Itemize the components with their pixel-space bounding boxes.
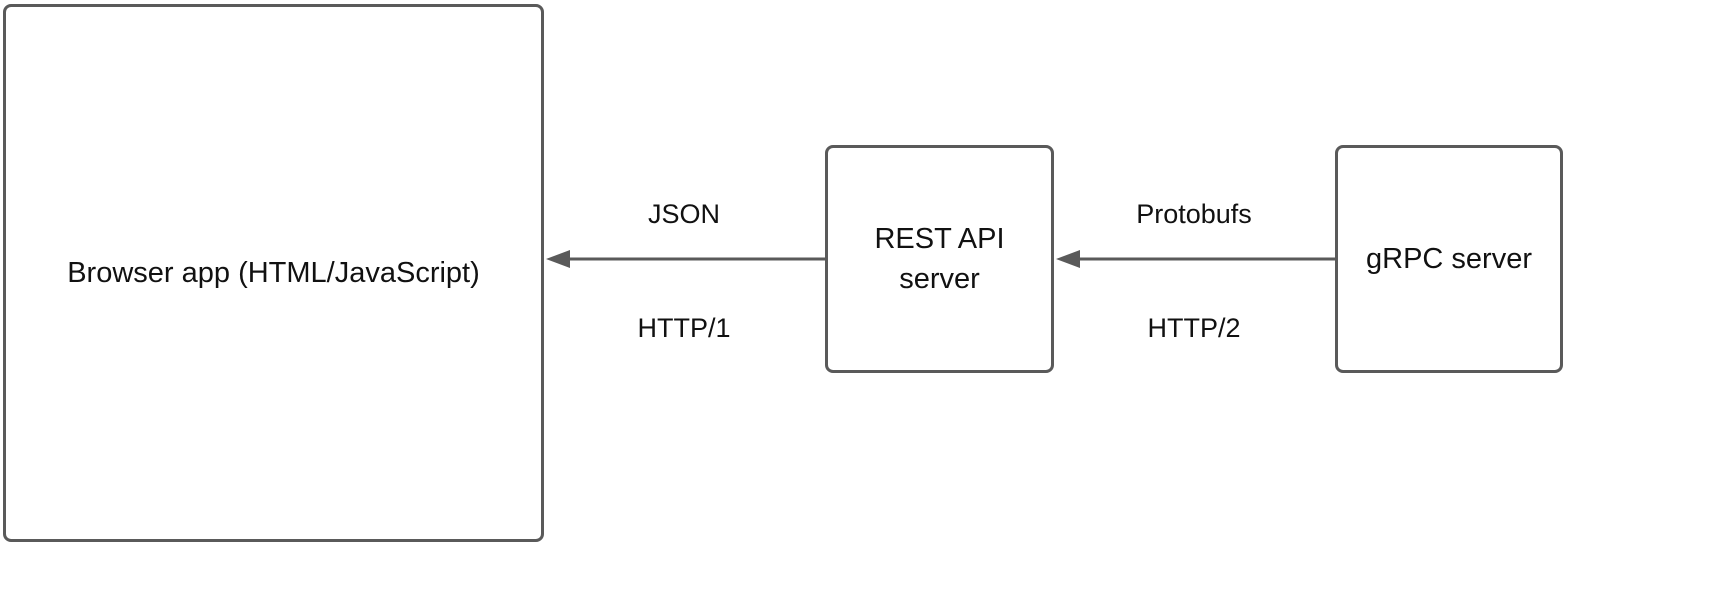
- arrowhead-rest: [1056, 250, 1080, 268]
- http2-protocol-label: HTTP/2: [1147, 313, 1241, 343]
- browser-app-node: Browser app (HTML/JavaScript): [3, 4, 544, 542]
- arrow-rest-to-browser: [546, 250, 825, 268]
- browser-app-label: Browser app (HTML/JavaScript): [67, 257, 480, 289]
- rest-api-server-label: REST API server: [874, 223, 1005, 295]
- grpc-server-label: gRPC server: [1366, 243, 1532, 275]
- grpc-server-node: gRPC server: [1335, 145, 1563, 373]
- protobufs-format-label: Protobufs: [1136, 199, 1252, 229]
- json-format-label: JSON: [647, 199, 720, 229]
- rest-api-server-node: REST API server: [825, 145, 1054, 373]
- http1-protocol-label: HTTP/1: [637, 313, 731, 343]
- arrowhead-browser: [546, 250, 570, 268]
- arrow-grpc-to-rest: [1056, 250, 1335, 268]
